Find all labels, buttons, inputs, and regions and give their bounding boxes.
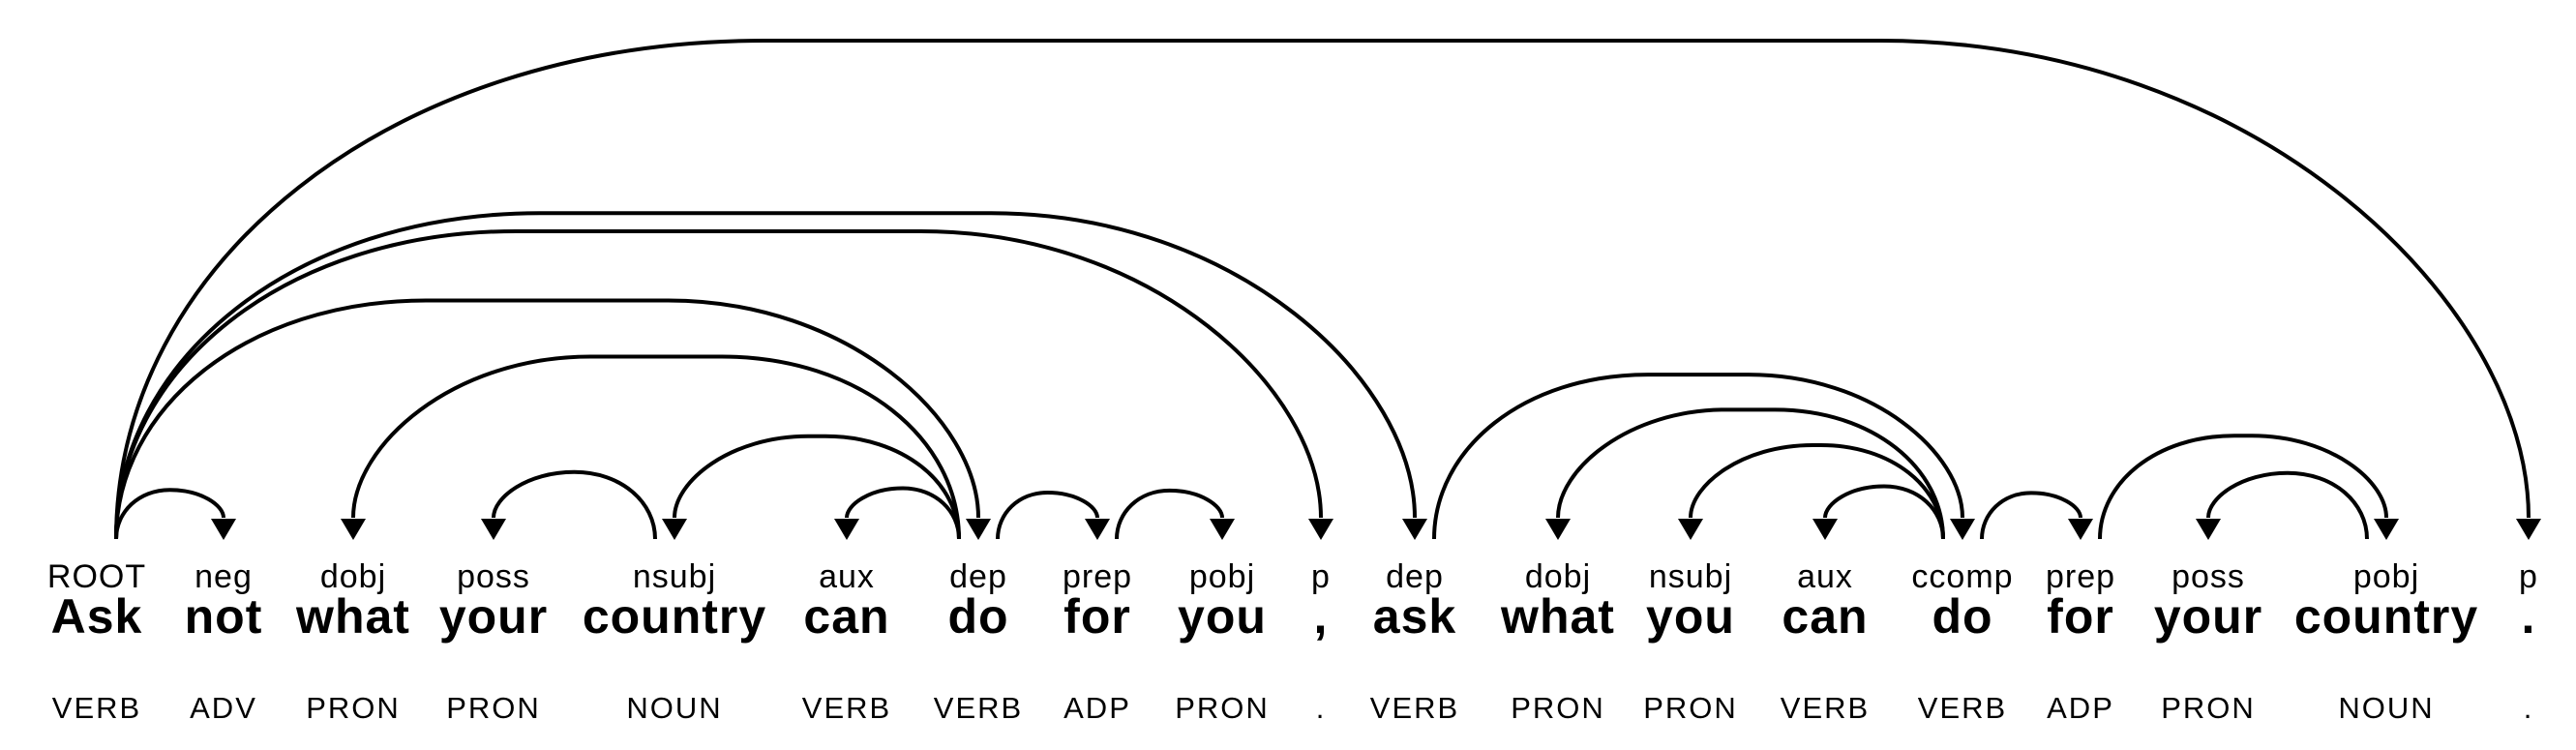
token-dep-label: ccomp xyxy=(1911,558,2014,595)
arc-arrowhead xyxy=(1950,519,1975,540)
dependency-arc-neg xyxy=(114,488,225,540)
dependency-arc-dep xyxy=(114,298,980,540)
arc-arrowhead xyxy=(341,519,366,540)
token-pos-tag: ADP xyxy=(1063,691,1131,725)
token-pos-tag: PRON xyxy=(1511,691,1605,725)
arc-arrowhead xyxy=(1210,519,1235,540)
token-word: do xyxy=(947,589,1009,644)
dependency-arc-dep xyxy=(114,211,1417,540)
dependency-arc-nsubj xyxy=(673,434,961,540)
arc-arrowhead xyxy=(2068,519,2093,540)
token-word: country xyxy=(582,589,767,644)
dependency-arc-p xyxy=(114,39,2531,540)
token-dep-label: p xyxy=(1311,558,1331,595)
token-pos-tag: . xyxy=(1315,691,1327,725)
token-dep-label: neg xyxy=(195,558,253,595)
token-word: . xyxy=(2521,589,2536,644)
dependency-arc-prep xyxy=(1980,491,2082,540)
dependency-arc-prep xyxy=(996,491,1099,540)
token-pos-tag: PRON xyxy=(1643,691,1738,725)
token-dep-label: dobj xyxy=(319,558,387,595)
dependency-arc-pobj xyxy=(2098,434,2388,540)
arc-arrowhead xyxy=(1085,519,1110,540)
token-dep-label: prep xyxy=(1062,558,1133,595)
token-dep-label: pobj xyxy=(1188,558,1256,595)
token-pos-tag: VERB xyxy=(1780,691,1871,725)
dependency-arc-p xyxy=(114,228,1323,540)
token-word: not xyxy=(184,589,263,644)
token-word: your xyxy=(438,589,549,644)
token-pos-tag: VERB xyxy=(51,691,142,725)
arc-arrowhead xyxy=(1812,519,1838,540)
arc-arrowhead xyxy=(2374,519,2399,540)
arc-arrowhead xyxy=(966,519,991,540)
token-pos-tag: PRON xyxy=(306,691,401,725)
token-dep-label: pobj xyxy=(2352,558,2420,595)
token-dep-label: nsubj xyxy=(632,558,717,595)
token-dep-label: dobj xyxy=(1524,558,1592,595)
token-dep-label: aux xyxy=(819,558,875,595)
dependency-arc-poss xyxy=(2206,470,2369,540)
token-pos-tag: VERB xyxy=(933,691,1024,725)
token-word: can xyxy=(1782,589,1869,644)
token-dep-label: ROOT xyxy=(46,558,147,595)
dependency-arc-aux xyxy=(1823,484,1945,540)
arc-arrowhead xyxy=(834,519,859,540)
token-pos-tag: . xyxy=(2523,691,2534,725)
arc-arrowhead xyxy=(662,519,687,540)
token-word: country xyxy=(2293,589,2479,644)
token-dep-label: p xyxy=(2519,558,2538,595)
dependency-arc-dobj xyxy=(1556,407,1945,540)
arc-arrowhead xyxy=(481,519,506,540)
token-dep-label: nsubj xyxy=(1648,558,1733,595)
dependency-arc-pobj xyxy=(1115,488,1224,540)
arc-arrowhead xyxy=(2196,519,2221,540)
token-word: you xyxy=(1646,589,1735,644)
token-word: for xyxy=(2047,589,2114,644)
token-pos-tag: PRON xyxy=(1175,691,1270,725)
token-pos-tag: NOUN xyxy=(2338,691,2435,725)
token-word: you xyxy=(1178,589,1267,644)
dependency-arc-aux xyxy=(845,486,961,540)
arc-arrowhead xyxy=(1678,519,1703,540)
token-pos-tag: VERB xyxy=(1369,691,1460,725)
token-pos-tag: PRON xyxy=(2161,691,2256,725)
arc-arrowhead xyxy=(1545,519,1571,540)
arc-arrowhead xyxy=(2516,519,2541,540)
token-word: Ask xyxy=(50,589,143,644)
token-dep-label: dep xyxy=(949,558,1007,595)
arc-arrowhead xyxy=(1402,519,1427,540)
token-word: , xyxy=(1313,589,1329,644)
token-word: can xyxy=(803,589,890,644)
token-word: for xyxy=(1063,589,1131,644)
arc-arrowhead xyxy=(211,519,236,540)
dependency-arc-dobj xyxy=(351,354,961,540)
token-pos-tag: ADV xyxy=(190,691,257,725)
token-word: your xyxy=(2153,589,2263,644)
dependency-arc-nsubj xyxy=(1689,442,1945,540)
token-word: ask xyxy=(1372,589,1457,644)
token-word: what xyxy=(1501,589,1615,644)
token-dep-label: poss xyxy=(457,558,530,595)
arc-arrowhead xyxy=(1308,519,1333,540)
token-dep-label: prep xyxy=(2045,558,2116,595)
token-pos-tag: ADP xyxy=(2047,691,2114,725)
token-word: what xyxy=(296,589,410,644)
token-pos-tag: VERB xyxy=(801,691,892,725)
token-pos-tag: VERB xyxy=(1917,691,2008,725)
token-pos-tag: PRON xyxy=(446,691,541,725)
token-pos-tag: NOUN xyxy=(626,691,723,725)
token-dep-label: poss xyxy=(2172,558,2245,595)
token-dep-label: aux xyxy=(1797,558,1853,595)
dependency-arc-ccomp xyxy=(1432,373,1964,540)
dependency-arc-poss xyxy=(492,469,657,540)
token-word: do xyxy=(1932,589,1993,644)
token-dep-label: dep xyxy=(1386,558,1444,595)
